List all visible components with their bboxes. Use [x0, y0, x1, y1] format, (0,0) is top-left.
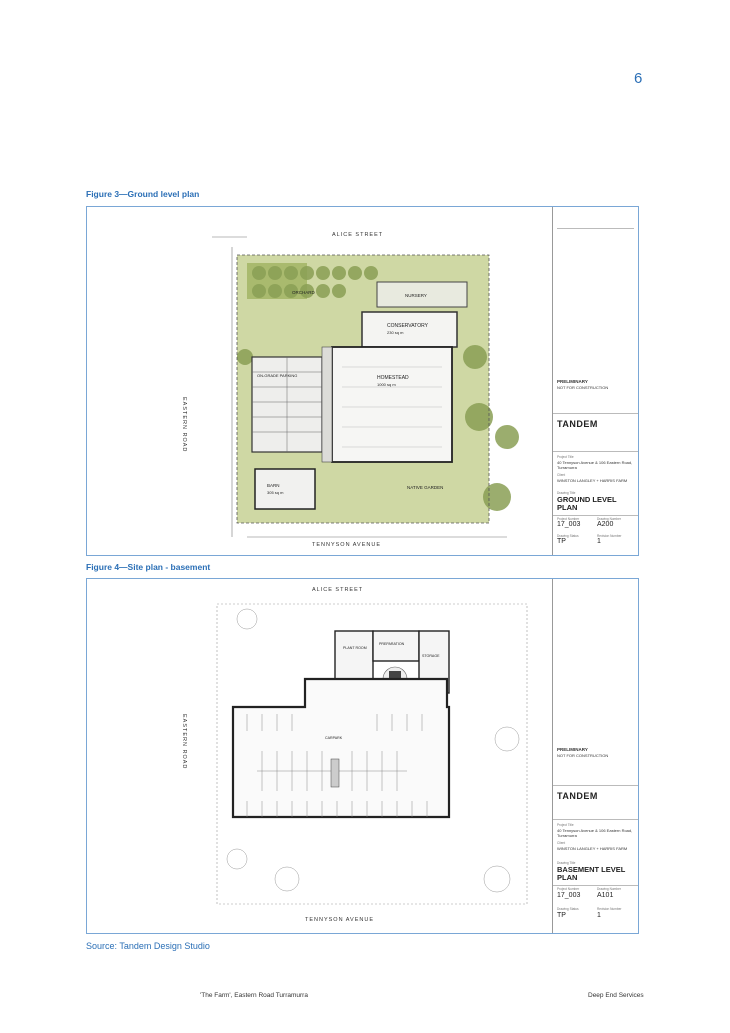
- barn-area: 305 sq m: [267, 490, 284, 495]
- prelim-label-b: PRELIMINARY: [557, 747, 588, 752]
- project-number-label: Project Number: [557, 517, 580, 521]
- plant-room-label: PLANT ROOM: [343, 646, 367, 650]
- parking-label: ON-GRADE PARKING: [257, 373, 297, 378]
- drawing-number-b: A101: [597, 892, 614, 899]
- drawing-title-label-b: Drawing Title: [557, 861, 576, 865]
- status-value: TP: [557, 538, 566, 545]
- title-block-b: PRELIMINARY NOT FOR CONSTRUCTION TANDEM …: [552, 579, 638, 933]
- status-value-b: TP: [557, 912, 566, 919]
- project-number-b: 17_003: [557, 892, 581, 899]
- basement-level-plan-drawing: PLANT ROOM PREPARATION STORAGE CARPARK: [87, 579, 549, 933]
- preparation-label: PREPARATION: [379, 642, 405, 646]
- footer-right: Deep End Services: [588, 992, 644, 999]
- street-west: EASTERN ROAD: [181, 397, 187, 453]
- ground-level-plan-drawing: ORCHARD NURSERY CONSERVATORY 230 sq m HO…: [87, 207, 549, 555]
- revision-value-b: 1: [597, 912, 601, 919]
- drawing-number-label: Drawing Number: [597, 517, 621, 521]
- client-label: Client: [557, 473, 566, 477]
- street-south-b: TENNYSON AVENUE: [305, 917, 374, 923]
- barn-label: BARN: [267, 483, 280, 488]
- tandem-logo-b: TANDEM: [557, 791, 598, 801]
- street-west-b: EASTERN ROAD: [181, 714, 187, 770]
- prelim-label: PRELIMINARY: [557, 379, 588, 384]
- drawing-title: GROUND LEVEL PLAN: [557, 495, 617, 512]
- drawing-title-label: Drawing Title: [557, 491, 576, 495]
- drawing-number: A200: [597, 521, 614, 528]
- project-label-b: Project Title: [557, 823, 574, 827]
- figure-4-frame: PLANT ROOM PREPARATION STORAGE CARPARK A…: [86, 578, 639, 934]
- storage-label: STORAGE: [422, 654, 440, 658]
- figure-3-frame: ORCHARD NURSERY CONSERVATORY 230 sq m HO…: [86, 206, 639, 556]
- title-block: PRELIMINARY NOT FOR CONSTRUCTION TANDEM …: [552, 207, 638, 555]
- project-label: Project Title: [557, 455, 574, 459]
- street-south: TENNYSON AVENUE: [312, 542, 381, 548]
- revision-table: [557, 211, 634, 229]
- project-value-b: 40 Tennyson Avenue & 106 Eastern Road, T…: [557, 828, 633, 838]
- orchard-label: ORCHARD: [292, 290, 316, 295]
- revision-value: 1: [597, 538, 601, 545]
- street-north: ALICE STREET: [332, 232, 384, 238]
- client-label-b: Client: [557, 841, 566, 845]
- status-label-b: Drawing Status: [557, 907, 579, 911]
- drawing-number-label-b: Drawing Number: [597, 887, 621, 891]
- conservatory-label: CONSERVATORY: [387, 323, 429, 329]
- page-number: 6: [634, 70, 643, 87]
- revision-label: Revision Number: [597, 534, 622, 538]
- drawing-title-b: BASEMENT LEVEL PLAN: [557, 865, 626, 882]
- project-number: 17_003: [557, 521, 581, 528]
- project-value: 40 Tennyson Avenue & 106 Eastern Road, T…: [557, 460, 633, 470]
- carpark-label: CARPARK: [325, 736, 343, 740]
- prelim-sub-b: NOT FOR CONSTRUCTION: [557, 753, 609, 758]
- source-note: Source: Tandem Design Studio: [86, 941, 210, 951]
- tandem-logo: TANDEM: [557, 419, 598, 429]
- homestead-area: 1000 sq m: [377, 382, 396, 387]
- figure-4-caption: Figure 4—Site plan - basement: [86, 562, 211, 572]
- project-number-label-b: Project Number: [557, 887, 580, 891]
- figure-3-caption: Figure 3—Ground level plan: [86, 189, 200, 199]
- nursery-label: NURSERY: [405, 293, 427, 298]
- native-garden-label: NATIVE GARDEN: [407, 485, 443, 490]
- client-value: WINSTON LANGLEY + HARRIS FARM: [557, 478, 628, 483]
- street-north-b: ALICE STREET: [312, 587, 364, 593]
- homestead-label: HOMESTEAD: [377, 375, 409, 381]
- prelim-sub: NOT FOR CONSTRUCTION: [557, 385, 609, 390]
- revision-label-b: Revision Number: [597, 907, 622, 911]
- footer-left: 'The Farm', Eastern Road Turramurra: [200, 992, 308, 999]
- client-value-b: WINSTON LANGLEY + HARRIS FARM: [557, 846, 628, 851]
- status-label: Drawing Status: [557, 534, 579, 538]
- conservatory-area: 230 sq m: [387, 330, 404, 335]
